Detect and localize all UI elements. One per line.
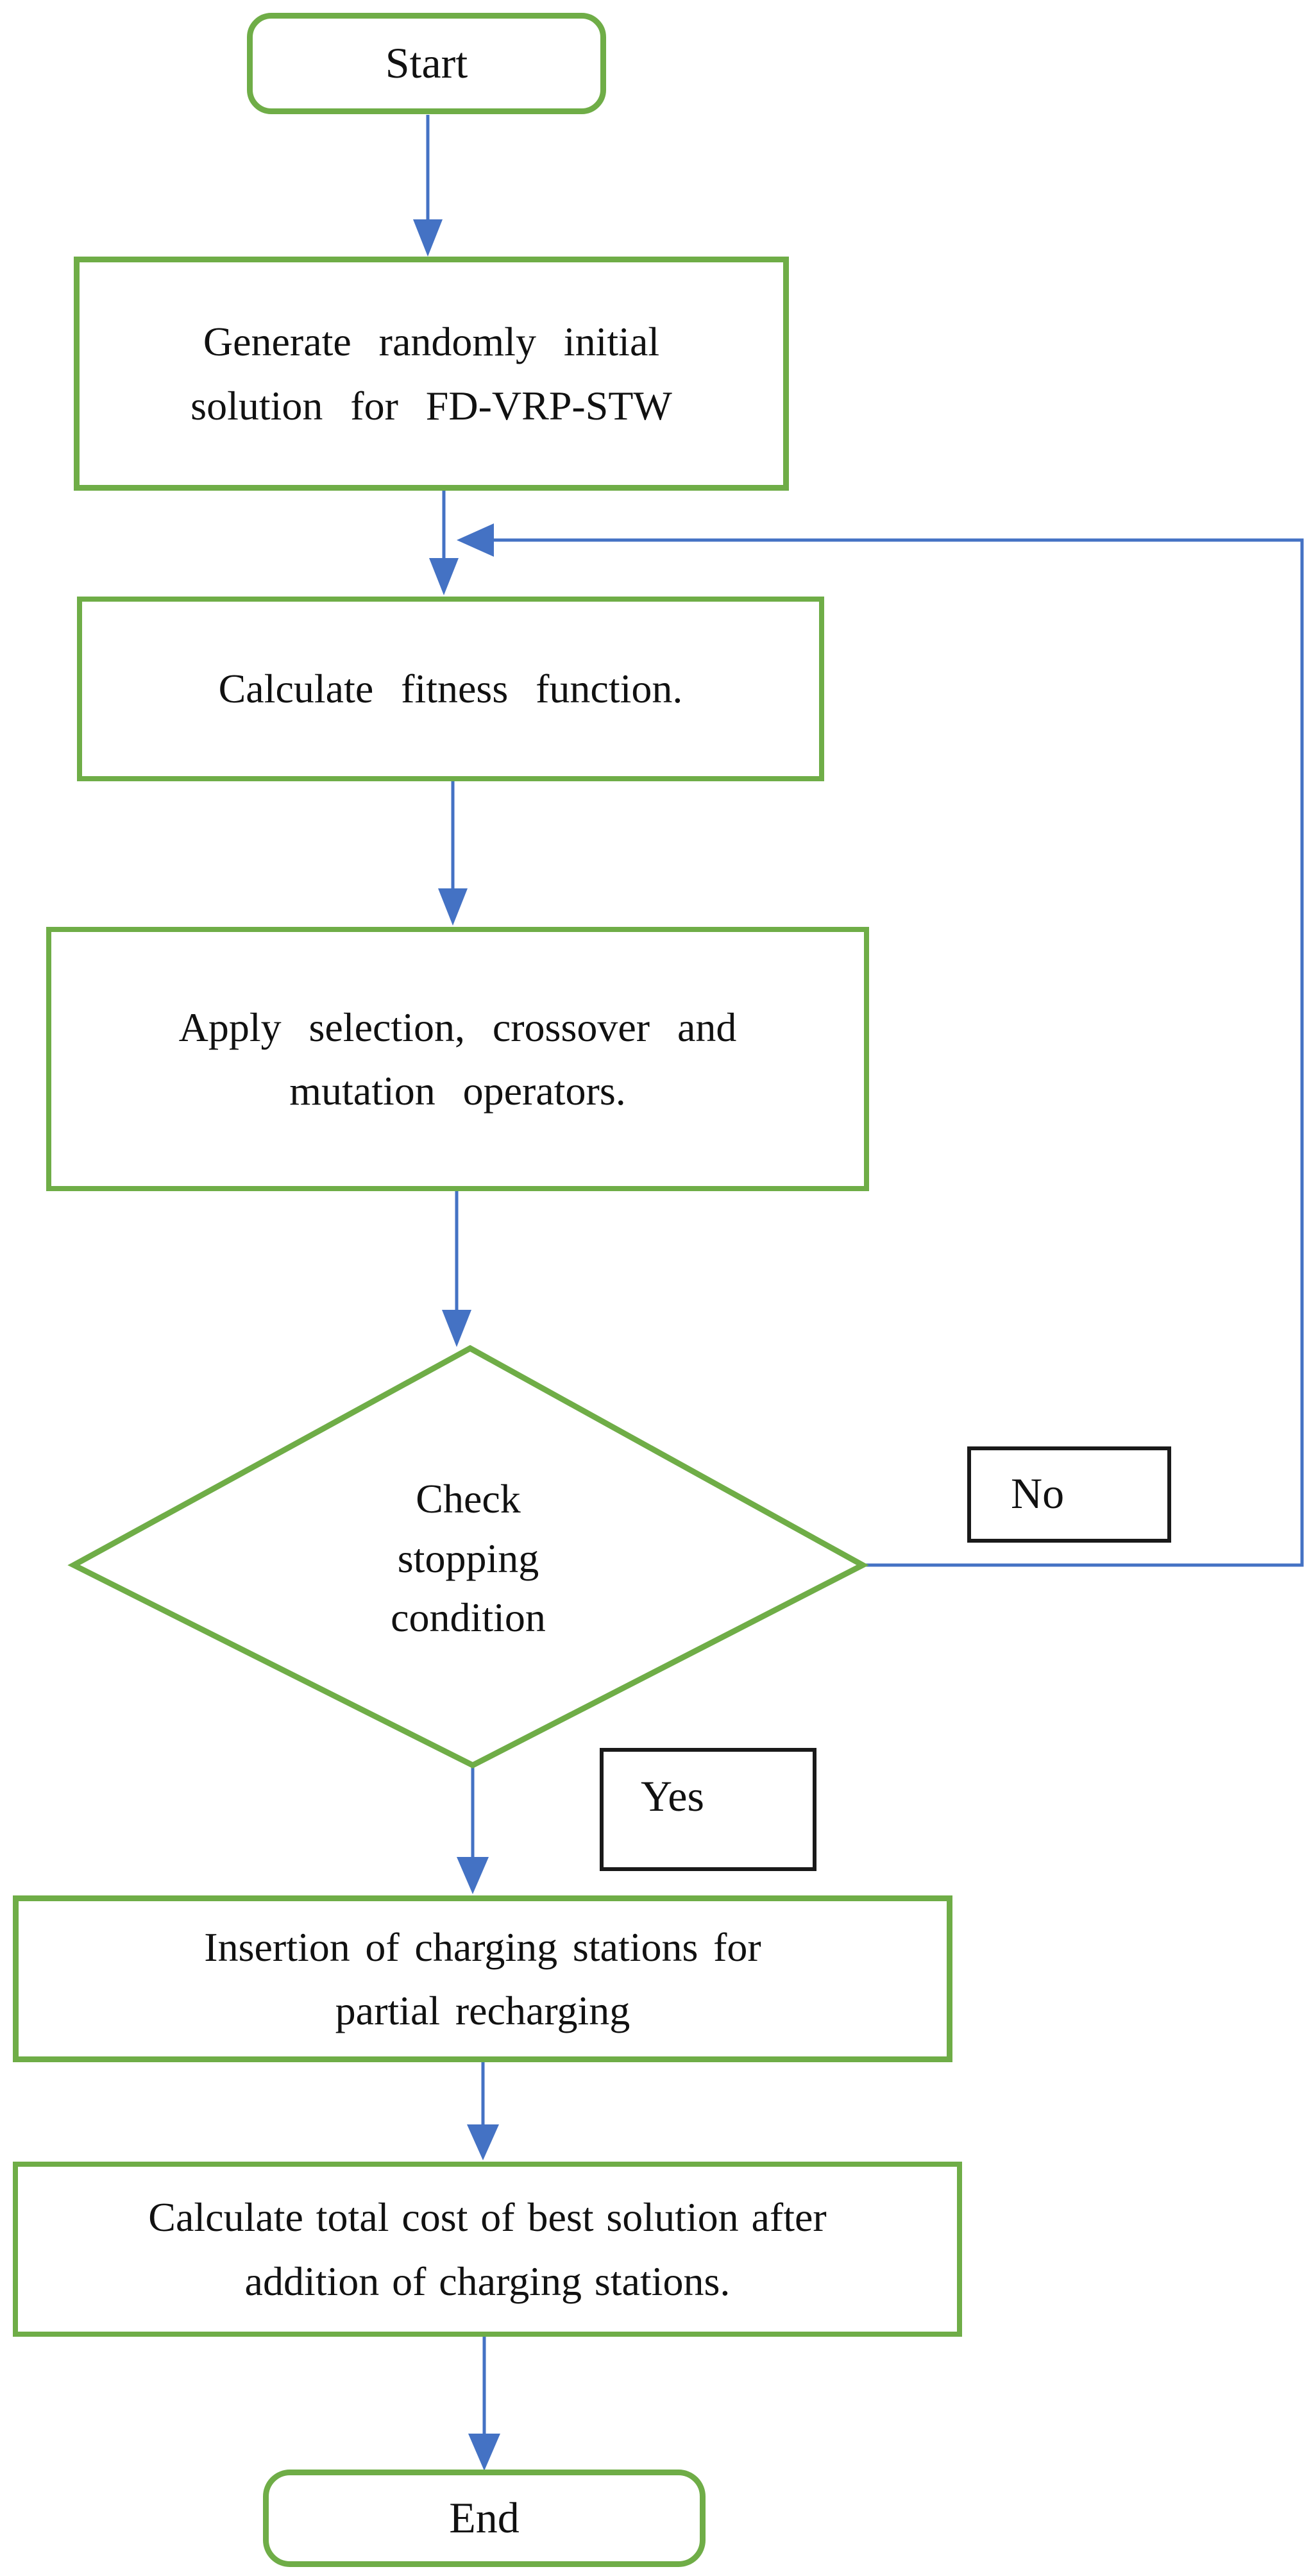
- yes-label-text: Yes: [641, 1772, 704, 1820]
- yes-edge-label: Yes: [600, 1748, 816, 1871]
- arrowhead-icon: [457, 523, 494, 557]
- calculate-fitness-node: Calculate fitness function.: [77, 597, 824, 781]
- generate-initial-solution-label: Generate randomly initial solution for F…: [190, 319, 672, 428]
- insert-charging-stations-label: Insertion of charging stations for parti…: [204, 1924, 761, 2033]
- start-label: Start: [385, 38, 468, 88]
- check-stopping-condition-label: Check stopping condition: [391, 1475, 546, 1641]
- no-label-text: No: [1011, 1469, 1065, 1518]
- calculate-fitness-label: Calculate fitness function.: [218, 666, 683, 712]
- no-edge-label: No: [967, 1446, 1171, 1543]
- generate-initial-solution-node: Generate randomly initial solution for F…: [74, 257, 789, 491]
- arrowhead-icon: [429, 558, 459, 595]
- arrowhead-icon: [438, 888, 468, 926]
- feedback-line-no-loop: [494, 538, 1304, 1567]
- arrowhead-icon: [457, 1857, 489, 1894]
- arrowhead-icon: [442, 1310, 471, 1347]
- start-node: Start: [247, 13, 606, 114]
- arrowhead-icon: [467, 2124, 499, 2160]
- check-stopping-condition-decision: Check stopping condition: [228, 1421, 709, 1697]
- calculate-total-cost-node: Calculate total cost of best solution af…: [13, 2162, 962, 2337]
- insert-charging-stations-node: Insertion of charging stations for parti…: [13, 1895, 952, 2062]
- arrowhead-icon: [468, 2434, 500, 2471]
- end-label: End: [449, 2493, 520, 2543]
- arrowhead-icon: [413, 219, 443, 257]
- end-node: End: [263, 2470, 706, 2567]
- apply-operators-label: Apply selection, crossover and mutation …: [178, 1004, 737, 1114]
- calculate-total-cost-label: Calculate total cost of best solution af…: [148, 2194, 827, 2304]
- decision-diamond-shape: [67, 1344, 869, 1769]
- apply-operators-node: Apply selection, crossover and mutation …: [46, 927, 869, 1191]
